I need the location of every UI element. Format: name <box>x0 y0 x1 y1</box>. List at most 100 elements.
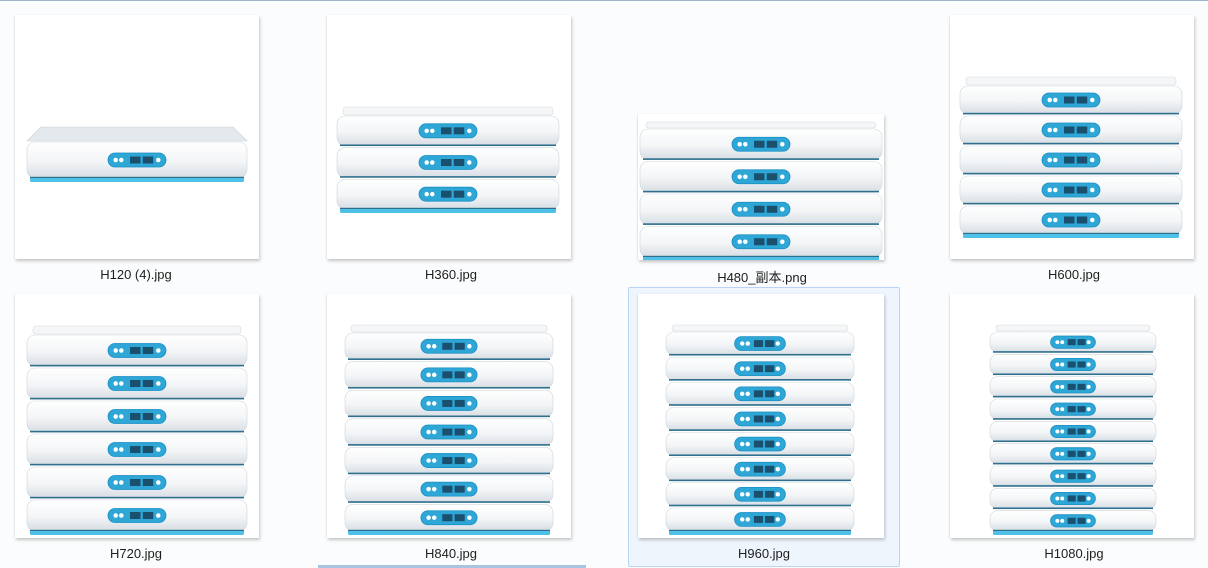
panel-button <box>119 348 124 353</box>
file-thumbnail[interactable] <box>15 15 259 259</box>
panel-display <box>1077 428 1086 435</box>
incubator-image <box>26 126 248 182</box>
panel-button <box>740 341 745 346</box>
panel-button <box>743 239 748 244</box>
panel-display <box>753 340 764 348</box>
panel-button <box>1060 340 1065 345</box>
file-name[interactable]: H480_副本.png <box>717 270 807 285</box>
layer-divider <box>993 373 1153 376</box>
panel-display <box>441 159 452 166</box>
layer-divider <box>348 529 550 532</box>
file-thumbnail[interactable] <box>950 294 1194 538</box>
file-name[interactable]: H720.jpg <box>109 546 163 561</box>
panel-display <box>754 238 765 246</box>
panel-display <box>1067 383 1076 390</box>
file-name[interactable]: H120 (4).jpg <box>100 267 172 282</box>
file-name[interactable]: H840.jpg <box>424 546 478 561</box>
file-item[interactable]: H600.jpg <box>938 8 1208 288</box>
panel-button <box>745 441 750 447</box>
panel-button <box>775 441 780 447</box>
panel-display <box>142 413 154 420</box>
panel-button <box>1053 157 1058 163</box>
panel-button <box>745 391 750 397</box>
panel-button <box>1053 97 1058 103</box>
panel-button <box>1055 518 1060 523</box>
panel-button <box>1086 429 1091 434</box>
panel-display <box>1067 517 1076 524</box>
panel-display <box>441 127 452 135</box>
panel-button <box>119 414 124 419</box>
panel-button <box>156 480 161 485</box>
panel-button <box>1053 217 1058 223</box>
panel-button <box>1047 127 1052 133</box>
file-item[interactable]: H360.jpg <box>315 8 587 288</box>
panel-display <box>754 140 765 148</box>
panel-button <box>119 157 124 163</box>
panel-button <box>775 517 780 522</box>
panel-display <box>453 190 465 198</box>
file-item[interactable]: H120 (4).jpg <box>0 8 272 288</box>
panel-button <box>424 128 429 134</box>
file-name[interactable]: H960.jpg <box>737 546 791 561</box>
panel-display <box>753 390 764 398</box>
panel-display <box>1064 216 1075 224</box>
file-thumbnail[interactable] <box>638 294 884 538</box>
file-item[interactable]: H1080.jpg <box>938 287 1208 567</box>
panel-display <box>1076 126 1088 134</box>
panel-button <box>780 174 785 179</box>
panel-display <box>754 205 765 213</box>
file-name[interactable]: H600.jpg <box>1047 267 1101 282</box>
panel-button <box>745 341 750 346</box>
panel-button <box>1053 187 1058 193</box>
file-thumbnail[interactable] <box>327 294 571 538</box>
layer-divider <box>30 430 244 433</box>
file-name[interactable]: H1080.jpg <box>1044 546 1104 561</box>
panel-button <box>1086 340 1091 345</box>
panel-button <box>426 429 431 435</box>
panel-display <box>1067 406 1076 413</box>
panel-button <box>426 372 431 378</box>
panel-button <box>467 344 472 349</box>
panel-display <box>1077 450 1086 457</box>
file-thumbnail[interactable] <box>15 294 259 538</box>
incubator-lid <box>671 324 849 332</box>
file-name[interactable]: H360.jpg <box>424 267 478 282</box>
panel-display <box>1064 156 1075 164</box>
panel-button <box>1055 474 1060 479</box>
next-row-edge <box>318 565 586 568</box>
file-thumbnail[interactable] <box>950 15 1194 259</box>
panel-display <box>1064 126 1075 134</box>
incubator-lid <box>350 324 548 333</box>
file-item[interactable]: H960.jpg <box>628 287 900 567</box>
incubator-image <box>336 106 560 213</box>
panel-button <box>430 128 435 134</box>
file-item[interactable]: H480_副本.png <box>626 8 898 288</box>
layer-divider <box>30 397 244 400</box>
panel-display <box>765 515 775 523</box>
layer-divider <box>963 202 1179 205</box>
panel-button <box>113 381 118 386</box>
file-item[interactable]: H720.jpg <box>0 287 272 567</box>
layer-divider <box>340 207 556 210</box>
panel-button <box>426 344 431 349</box>
panel-button <box>1086 474 1091 479</box>
file-thumbnail[interactable] <box>327 15 571 259</box>
panel-display <box>766 140 778 148</box>
panel-button <box>1060 451 1065 456</box>
panel-button <box>119 447 124 452</box>
file-thumbnail[interactable] <box>638 114 884 260</box>
panel-display <box>442 342 453 350</box>
panel-button <box>780 239 785 244</box>
incubator-lid <box>32 325 242 335</box>
file-item[interactable]: H840.jpg <box>315 287 587 567</box>
panel-display <box>1067 473 1076 480</box>
layer-divider <box>993 395 1153 398</box>
panel-button <box>1060 518 1065 523</box>
incubator-image <box>344 324 554 535</box>
incubator-lid <box>26 126 248 142</box>
layer-divider <box>669 504 851 507</box>
layer-divider <box>963 142 1179 145</box>
panel-button <box>1060 362 1065 367</box>
panel-button <box>156 157 161 163</box>
incubator-image <box>639 121 883 260</box>
